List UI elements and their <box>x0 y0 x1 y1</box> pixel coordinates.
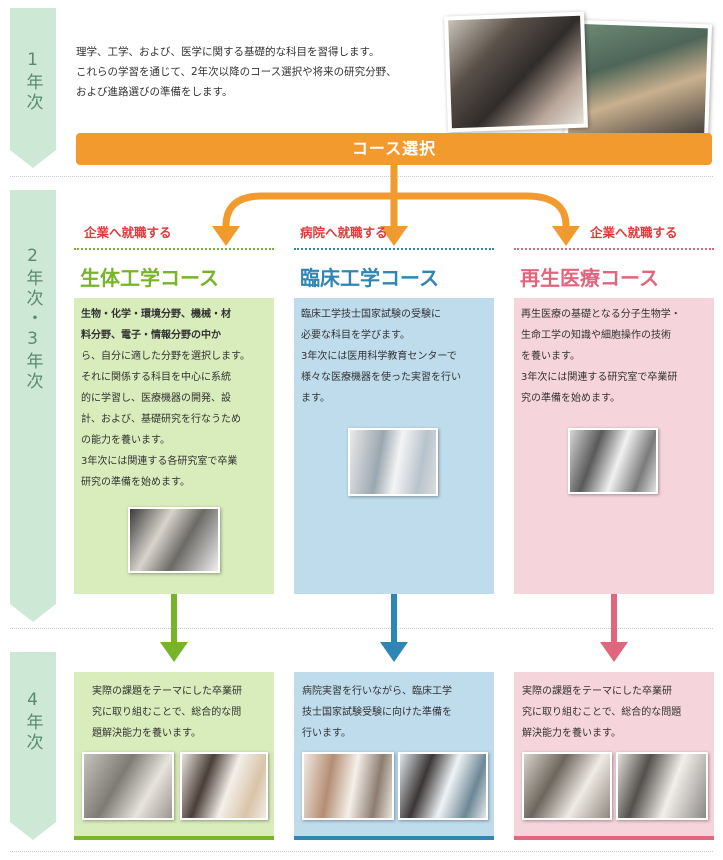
bio-course-photo <box>128 507 220 573</box>
branch-left <box>222 192 394 230</box>
year-4-text: 4年次 <box>22 690 43 753</box>
clinical-course-photo <box>348 428 438 496</box>
course-line: ら、自分に適した分野を選択します。 <box>81 351 250 362</box>
course-line: ます。 <box>301 393 330 404</box>
year-label-1: 1年次 <box>10 8 56 168</box>
arrow-down-icon <box>600 594 628 662</box>
arrow-down-icon <box>380 594 408 662</box>
regen-year4-photo-2 <box>616 752 708 820</box>
course-line: 生物・化学・環境分野、機械・材 <box>81 309 231 320</box>
course-line: 3年次には医用科学教育センターで <box>301 351 457 362</box>
clinical-year4-photo-2 <box>398 752 488 820</box>
clinical-year4-photo-1 <box>302 752 394 820</box>
year4-line: 行います。 <box>302 728 351 739</box>
branch-right <box>394 192 570 230</box>
regen-course-photo <box>568 428 658 494</box>
branch-arrows <box>212 165 580 246</box>
year4-arrows <box>160 594 628 662</box>
course-line: 3年次には関連する研究室で卒業研 <box>521 372 678 383</box>
year4-line: 解決能力を養います。 <box>522 728 621 739</box>
separator-1 <box>10 176 713 177</box>
course-title-bio: 生体工学コース <box>74 248 274 296</box>
arrow-down-icon <box>160 594 188 662</box>
course-box-bio: 生物・化学・環境分野、機械・材 料分野、電子・情報分野の中か ら、自分に適した分… <box>74 298 274 594</box>
arrowhead-center <box>380 226 408 246</box>
year1-line: これらの学習を通じて、2年次以降のコース選択や将来の研究分野、 <box>76 66 397 78</box>
year4-line: 技士国家試験受験に向けた準備を <box>302 707 452 718</box>
arrowhead-left <box>212 226 240 246</box>
separator-3 <box>10 851 713 852</box>
course-line: 料分野、電子・情報分野の中か <box>81 330 221 341</box>
course-line: 様々な医療機器を使った実習を行い <box>301 372 461 383</box>
separator-2 <box>10 628 713 629</box>
course-line: の能力を養います。 <box>81 435 170 446</box>
course-line: 研究の準備を始めます。 <box>81 477 190 488</box>
year-2-3-text: 2年次・3年次 <box>22 246 43 392</box>
year4-bottom-bio <box>74 836 274 840</box>
year4-line: 究に取り組むことで、総合的な問題 <box>522 707 682 718</box>
year4-bottom-clinical <box>294 836 494 840</box>
year1-description: 理学、工学、および、医学に関する基礎的な科目を習得します。 これらの学習を通じて… <box>76 42 436 102</box>
course-line: 再生医療の基礎となる分子生物学・ <box>521 309 681 320</box>
destination-left: 企業へ就職する <box>84 225 172 240</box>
year4-line: 病院実習を行いながら、臨床工学 <box>302 686 452 697</box>
regen-year4-photo-1 <box>522 752 612 820</box>
year-label-2-3: 2年次・3年次 <box>10 190 56 622</box>
year4-line: 実際の課題をテーマにした卒業研 <box>522 686 672 697</box>
bio-year4-photo-2 <box>180 752 268 820</box>
destination-center: 病院へ就職する <box>300 225 388 240</box>
course-line: 計、および、基礎研究を行なうため <box>81 414 241 425</box>
destination-right: 企業へ就職する <box>590 225 678 240</box>
year4-line: 実際の課題をテーマにした卒業研 <box>92 686 242 697</box>
course-line: 生命工学の知識や細胞操作の技術 <box>521 330 671 341</box>
course-select-bar: コース選択 <box>76 133 712 165</box>
course-line: 的に学習し、医療機器の開発、設 <box>81 393 231 404</box>
course-line: 3年次には関連する各研究室で卒業 <box>81 456 238 467</box>
course-line: を養います。 <box>521 351 580 362</box>
course-line: 必要な科目を学びます。 <box>301 330 410 341</box>
course-title-regen: 再生医療コース <box>514 248 714 296</box>
year4-line: 究に取り組むことで、総合的な問 <box>92 707 242 718</box>
year-1-text: 1年次 <box>22 50 43 113</box>
year1-line: および進路選びの準備をします。 <box>76 86 233 98</box>
year1-line: 理学、工学、および、医学に関する基礎的な科目を習得します。 <box>76 46 380 58</box>
course-title-clinical: 臨床工学コース <box>294 248 494 296</box>
year-label-4: 4年次 <box>10 652 56 840</box>
year4-line: 題解決能力を養います。 <box>92 728 201 739</box>
arrowhead-right <box>552 226 580 246</box>
course-line: 究の準備を始めます。 <box>521 393 620 404</box>
bio-year4-photo-1 <box>82 752 174 820</box>
course-line: それに関係する科目を中心に系統 <box>81 372 231 383</box>
course-line: 臨床工学技士国家試験の受験に <box>301 309 441 320</box>
year4-bottom-regen <box>514 836 714 840</box>
